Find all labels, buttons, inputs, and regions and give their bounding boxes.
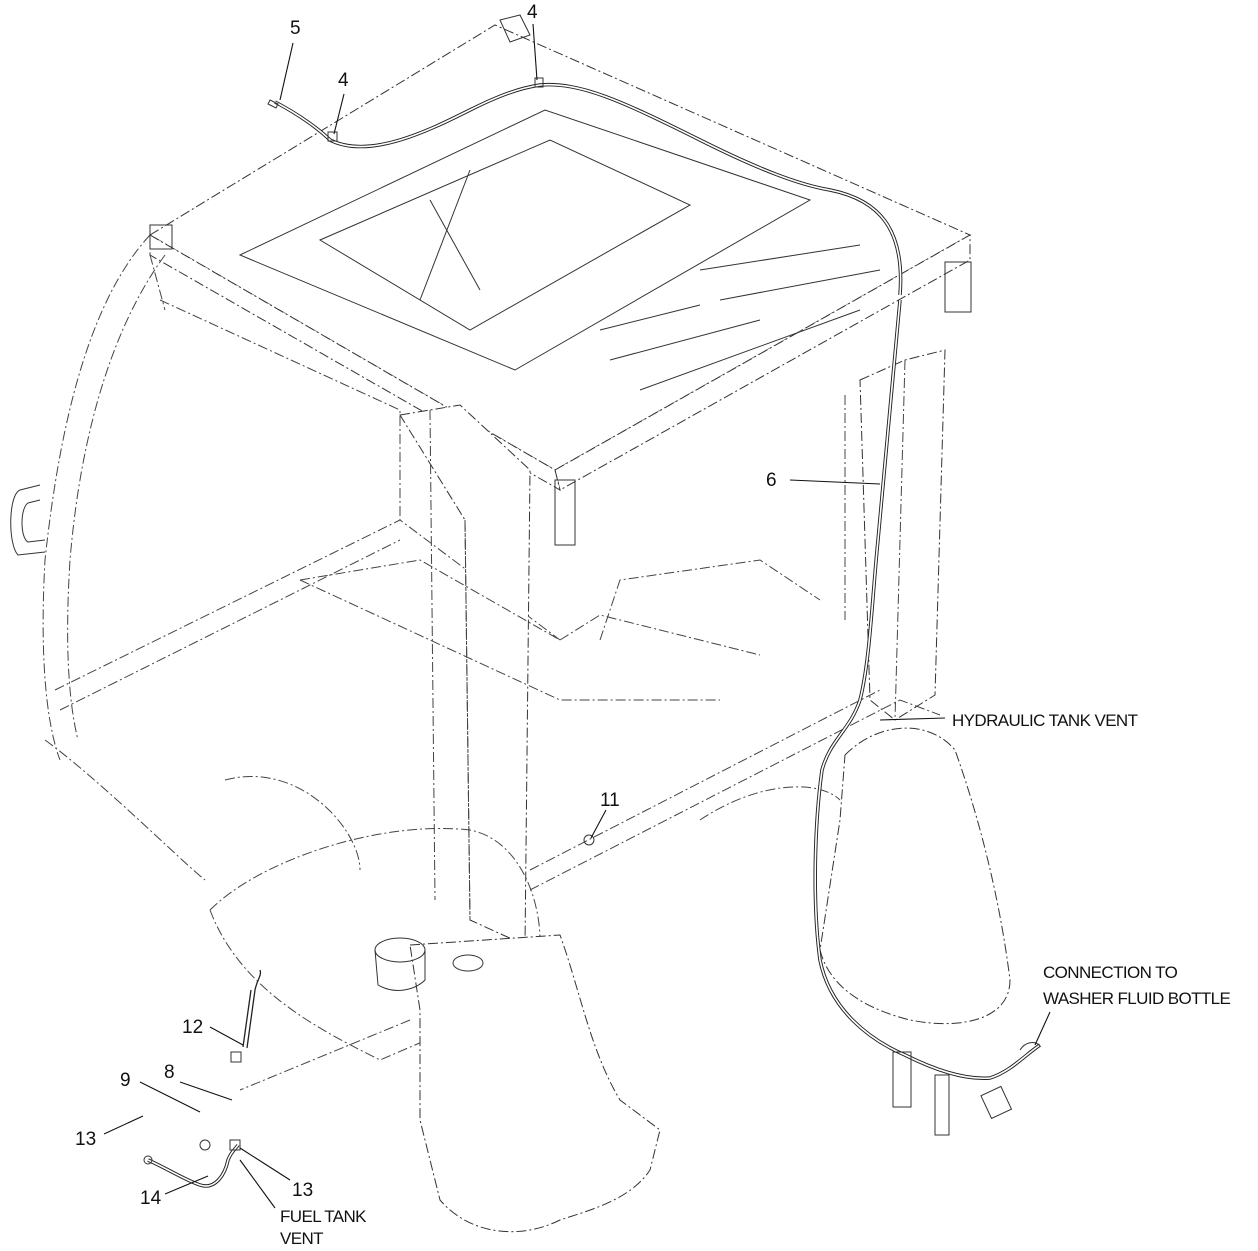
washer-connection-label-line2: WASHER FLUID BOTTLE <box>1043 989 1231 1008</box>
callout-13-right: 13 <box>292 1180 313 1201</box>
fuel-tank <box>239 934 661 1233</box>
callout-9: 9 <box>120 1070 131 1091</box>
callout-11: 11 <box>600 790 620 811</box>
left-rear-fender <box>44 739 541 1061</box>
callout-13-left: 13 <box>75 1129 96 1150</box>
post-hose <box>813 299 1041 1136</box>
fuel-tank-vent-label-line1: FUEL TANK <box>280 1207 367 1226</box>
cab-left-frame <box>10 234 561 761</box>
cab-right-post <box>844 349 946 721</box>
cab-floor <box>299 559 941 891</box>
callout-8: 8 <box>164 1062 175 1083</box>
callout-4-left: 4 <box>338 70 349 91</box>
callout-14: 14 <box>140 1188 162 1209</box>
fittings <box>267 14 595 846</box>
hydraulic-tank-vent-label: HYDRAULIC TANK VENT <box>952 711 1138 730</box>
fuel-vent-hose <box>143 969 262 1188</box>
leader-lines <box>103 23 1051 1209</box>
callout-5: 5 <box>290 18 301 39</box>
roof-hose <box>274 82 903 296</box>
callout-12: 12 <box>182 1017 203 1038</box>
cab-roof <box>149 24 972 546</box>
cab-front-post <box>399 404 531 946</box>
callout-6: 6 <box>766 470 777 491</box>
callout-4-top: 4 <box>527 2 538 23</box>
washer-connection-label-line1: CONNECTION TO <box>1043 963 1178 982</box>
fuel-tank-vent-label-line2: VENT <box>280 1229 323 1248</box>
hydraulic-tank <box>599 559 1011 1025</box>
